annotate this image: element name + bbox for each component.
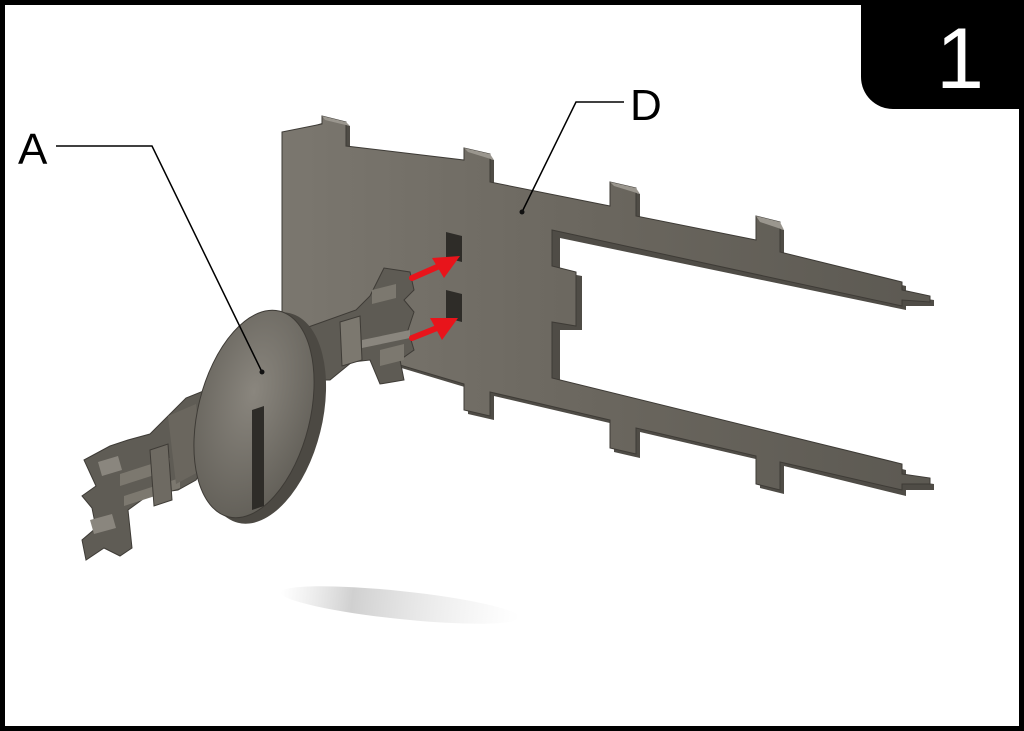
- callout-label-a: A: [18, 125, 48, 174]
- step-number-badge: 1: [861, 5, 1019, 109]
- floor-shadow: [280, 586, 520, 624]
- callout-label-d: D: [630, 81, 662, 130]
- leader-dot-a: [259, 369, 265, 375]
- upper-arrow-head: [432, 256, 460, 278]
- part-a-assembly: [81, 267, 415, 561]
- step-number: 1: [936, 10, 984, 107]
- insertion-arrows: [409, 256, 460, 341]
- leader-line-a: [56, 145, 263, 373]
- lower-arrow-head: [430, 318, 458, 340]
- leader-line-d: [521, 101, 624, 213]
- part-d-plate: [281, 115, 934, 496]
- leader-dot-d: [519, 209, 525, 215]
